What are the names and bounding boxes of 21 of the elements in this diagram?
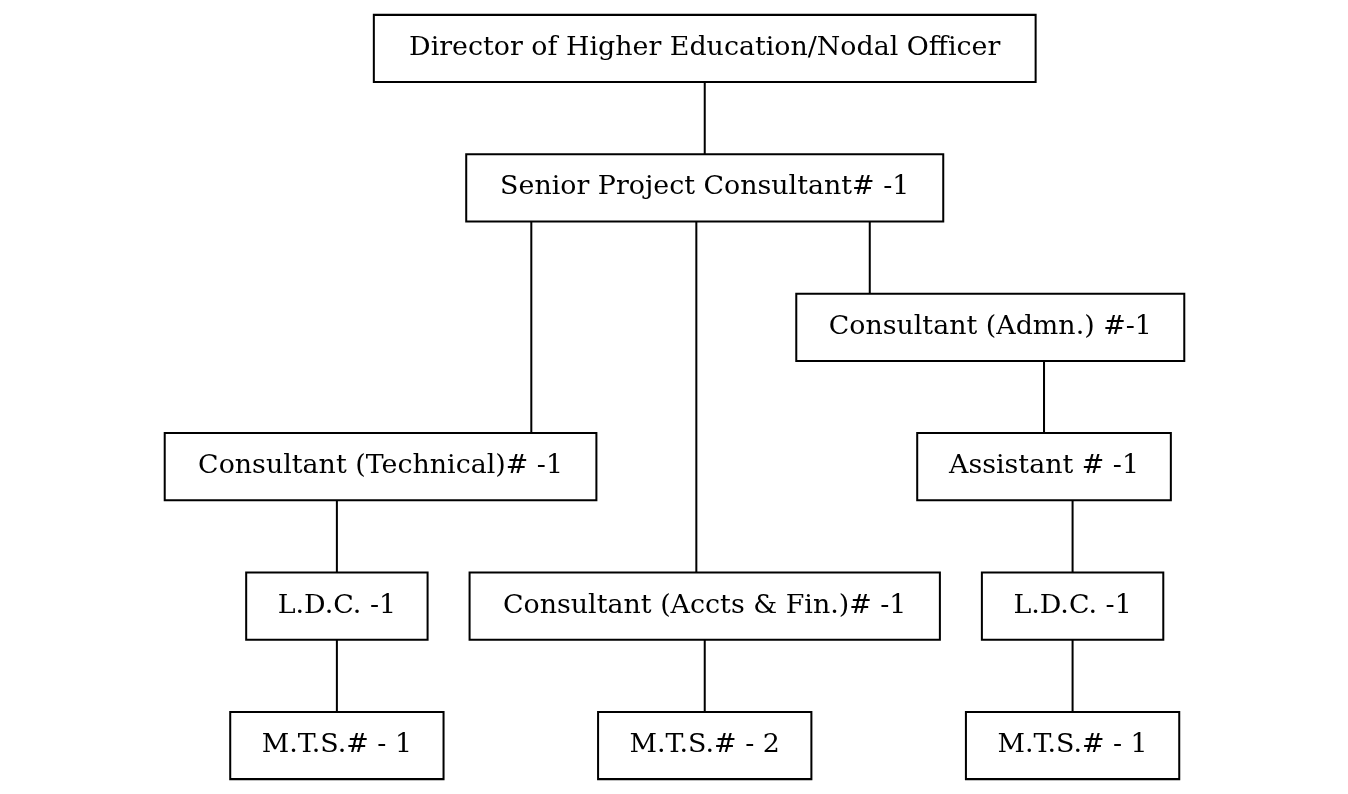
node-box: Director of Higher Education/Nodal Officer (372, 13, 1037, 84)
node-box: Consultant (Technical)# -1 (163, 432, 597, 502)
node-box: Consultant (Accts & Fin.)# -1 (468, 571, 941, 641)
connector (1071, 639, 1074, 712)
connector (335, 500, 338, 573)
connector (703, 639, 706, 712)
connector (335, 639, 338, 712)
connector (1042, 361, 1045, 433)
node-box: M.T.S.# - 1 (964, 710, 1180, 781)
node-box: Assistant # -1 (915, 432, 1172, 502)
connector (703, 82, 706, 154)
connector (529, 221, 532, 433)
node-box: L.D.C. -1 (244, 571, 429, 641)
node-box: L.D.C. -1 (980, 571, 1164, 641)
node-box: M.T.S.# - 2 (596, 710, 812, 781)
connector (868, 221, 871, 294)
connector (1071, 500, 1074, 573)
node-box: Consultant (Admn.) #-1 (794, 292, 1185, 362)
connector (694, 222, 697, 572)
node-box: M.T.S.# - 1 (228, 710, 445, 781)
node-box: Senior Project Consultant# -1 (464, 153, 944, 223)
